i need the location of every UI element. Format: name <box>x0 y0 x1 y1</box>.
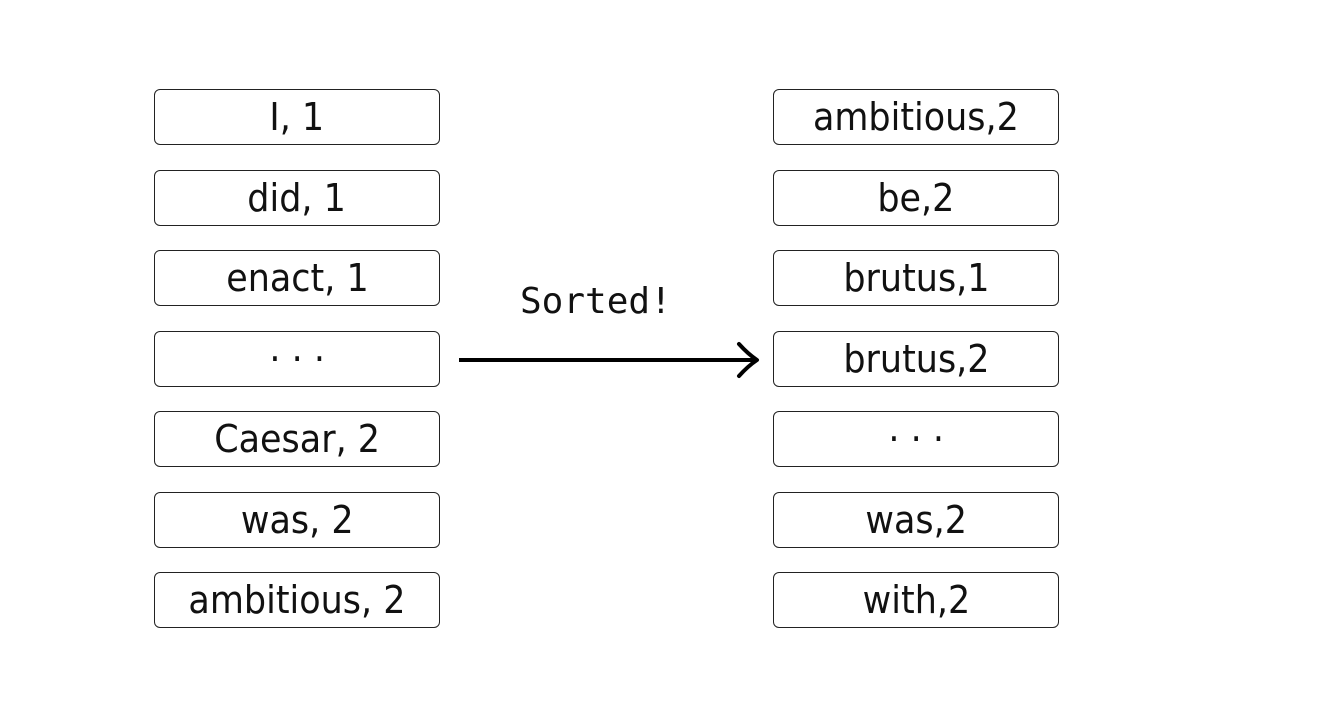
output-box: ambitious,2 <box>773 89 1059 145</box>
input-box: Caesar, 2 <box>154 411 440 467</box>
output-box-label: brutus,2 <box>842 337 990 381</box>
output-box-label: was,2 <box>865 498 967 542</box>
output-box: was,2 <box>773 492 1059 548</box>
output-box-label: with,2 <box>862 578 970 622</box>
output-box: · · · <box>773 411 1059 467</box>
output-box-label: ambitious,2 <box>813 95 1019 139</box>
output-box: with,2 <box>773 572 1059 628</box>
input-box: was, 2 <box>154 492 440 548</box>
output-box-label: brutus,1 <box>842 256 990 300</box>
output-box: brutus,2 <box>773 331 1059 387</box>
output-box: brutus,1 <box>773 250 1059 306</box>
input-box: ambitious, 2 <box>154 572 440 628</box>
output-box: be,2 <box>773 170 1059 226</box>
input-box-label: Caesar, 2 <box>214 417 380 461</box>
input-box-label: enact, 1 <box>225 256 369 300</box>
arrow-label: Sorted! <box>520 281 672 322</box>
input-box-label: did, 1 <box>247 176 347 220</box>
output-box-label: be,2 <box>877 176 955 220</box>
input-box: did, 1 <box>154 170 440 226</box>
input-box-label: · · · <box>269 337 325 381</box>
sort-arrow <box>459 342 759 378</box>
output-box-label: · · · <box>888 417 944 461</box>
input-box: enact, 1 <box>154 250 440 306</box>
input-box-label: ambitious, 2 <box>188 578 406 622</box>
input-box-label: was, 2 <box>240 498 354 542</box>
arrow-head <box>737 342 759 378</box>
input-box: I, 1 <box>154 89 440 145</box>
input-box: · · · <box>154 331 440 387</box>
input-box-label: I, 1 <box>269 95 325 139</box>
